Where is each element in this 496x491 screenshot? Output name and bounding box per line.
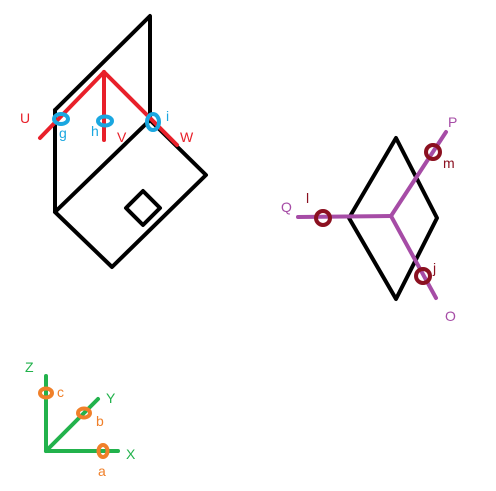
label-P: P — [448, 114, 457, 130]
label-X: X — [126, 446, 136, 462]
marker-b — [76, 406, 92, 420]
blue-markers — [52, 112, 161, 132]
label-Y: Y — [106, 390, 116, 406]
label-a: a — [98, 463, 106, 479]
label-Q: Q — [281, 199, 292, 215]
red-line-u — [38, 70, 106, 140]
label-U: U — [20, 110, 30, 126]
label-j: j — [432, 260, 436, 276]
orange-markers — [38, 386, 110, 459]
purple-projection-lines — [296, 130, 448, 300]
purple-line-o — [389, 214, 438, 300]
marker-j — [414, 267, 432, 285]
marker-l — [314, 209, 332, 227]
marker-g — [52, 112, 70, 126]
marker-a — [96, 443, 110, 459]
label-Z: Z — [25, 359, 34, 375]
axes-figure — [38, 374, 120, 459]
right-diamond — [347, 136, 439, 301]
marker-h — [96, 114, 114, 128]
left-figure — [38, 14, 208, 269]
label-m: m — [443, 155, 455, 171]
label-g: g — [59, 125, 67, 141]
label-O: O — [445, 308, 456, 324]
label-c: c — [57, 384, 64, 400]
label-V: V — [117, 129, 127, 145]
darkred-markers — [314, 143, 442, 285]
left-inner-edge — [53, 118, 152, 214]
red-projection-lines — [38, 70, 179, 147]
left-small-diamond — [124, 189, 162, 227]
label-l: l — [306, 190, 309, 206]
purple-line-q — [296, 214, 393, 219]
marker-i — [145, 112, 161, 132]
marker-m — [424, 143, 442, 161]
red-line-w — [102, 70, 179, 147]
axis-y — [44, 397, 100, 453]
label-W: W — [180, 129, 194, 145]
label-h: h — [91, 123, 99, 139]
label-i: i — [166, 108, 169, 124]
marker-c — [38, 386, 54, 400]
label-b: b — [96, 413, 104, 429]
right-figure — [296, 130, 448, 301]
